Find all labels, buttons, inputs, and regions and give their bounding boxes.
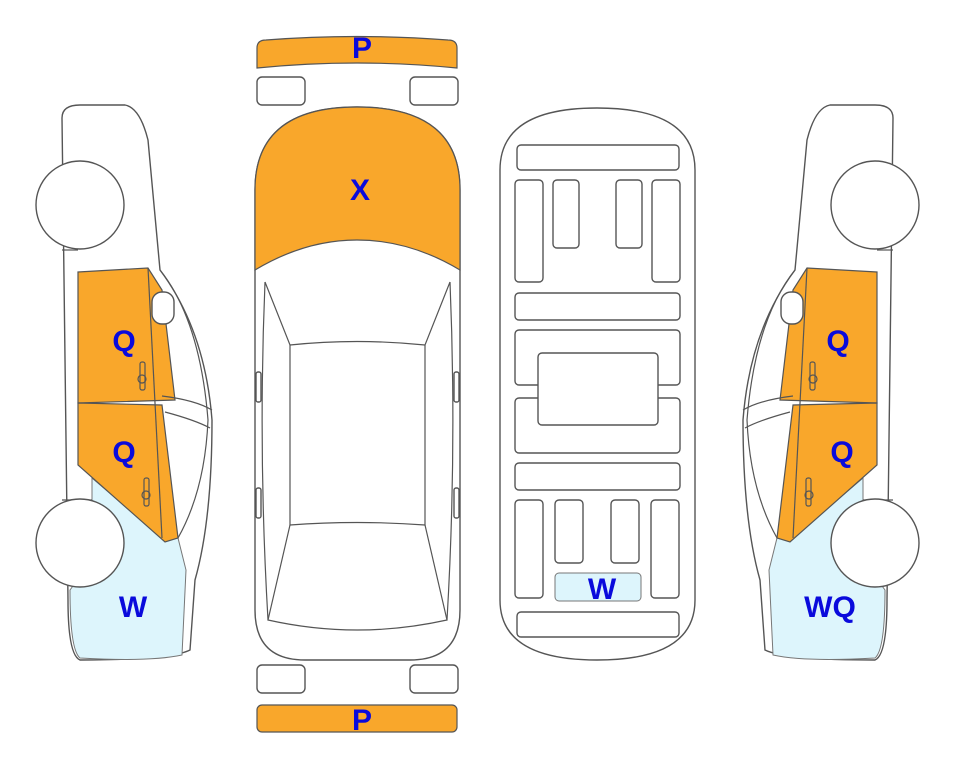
front-bumper-label: P bbox=[352, 32, 372, 65]
left-rear-quarter-label: W bbox=[119, 591, 148, 624]
hood bbox=[254, 106, 461, 272]
rear-panel bbox=[554, 572, 642, 602]
hood-label: X bbox=[350, 174, 370, 207]
rear-panel-label: W bbox=[588, 573, 617, 606]
right-rear-door-label: Q bbox=[830, 436, 853, 469]
front-bumper bbox=[256, 35, 458, 69]
left-side-view: Q Q W bbox=[35, 104, 213, 661]
left-front-door-label: Q bbox=[112, 325, 135, 358]
right-mirror bbox=[409, 76, 459, 106]
rear-bumper-label: P bbox=[352, 704, 372, 737]
right-front-door-label: Q bbox=[826, 325, 849, 358]
top-view: P X P bbox=[254, 32, 461, 737]
left-mirror bbox=[256, 76, 306, 106]
rear-bumper bbox=[256, 704, 458, 733]
bottom-view: W bbox=[499, 107, 696, 661]
right-side-view: Q Q WQ bbox=[742, 104, 920, 661]
left-rear-door-label: Q bbox=[112, 436, 135, 469]
right-rear-quarter-label: WQ bbox=[804, 591, 856, 624]
